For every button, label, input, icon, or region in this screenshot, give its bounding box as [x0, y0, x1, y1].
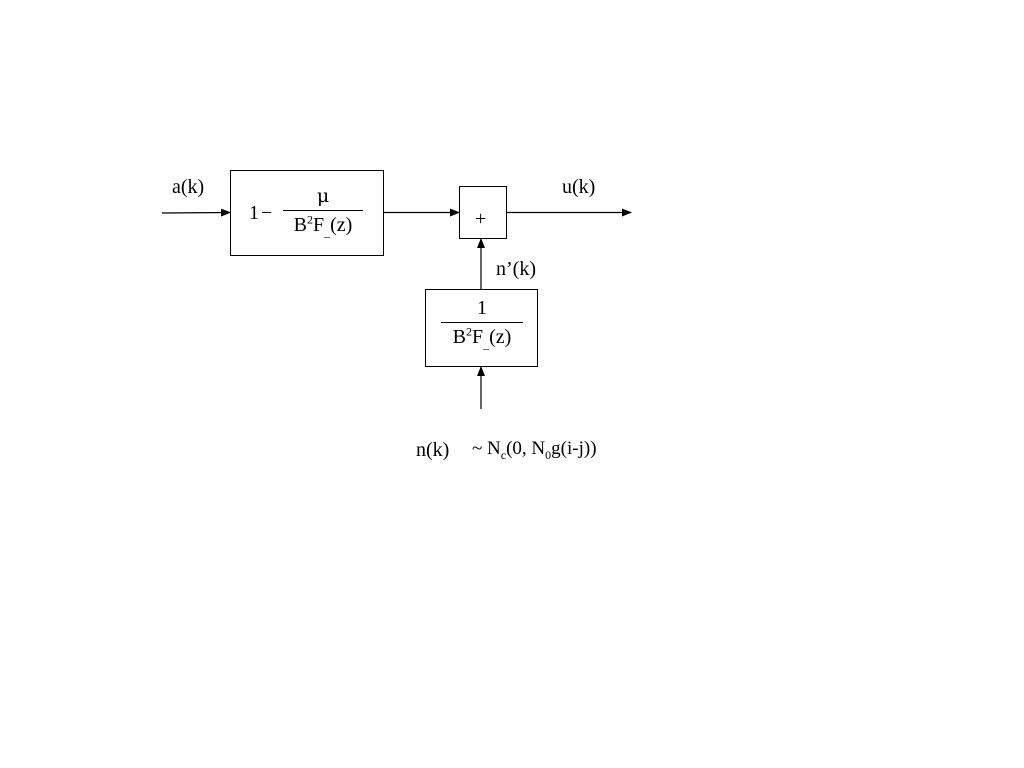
feedforward-denominator: B2F_(z): [293, 212, 353, 239]
input-label: a(k): [172, 176, 205, 198]
summer-block: +: [459, 186, 507, 239]
output-label: u(k): [562, 176, 596, 198]
feedforward-one: 1: [249, 202, 259, 224]
arrow-input-to-filter: [161, 208, 231, 217]
noise-filter-fraction: 1 B2F_(z): [441, 296, 523, 351]
noise-distribution: ~ Nc(0, N0g(i-j)): [472, 438, 597, 462]
noise-filter-denominator: B2F_(z): [452, 324, 512, 351]
feedforward-fraction: μ B2F_(z): [283, 184, 363, 239]
feedforward-numerator: μ: [316, 185, 330, 207]
intermediate-noise-label: n’(k): [496, 258, 536, 280]
noise-filter-block: 1 B2F_(z): [425, 289, 538, 367]
summer-plus-symbol: +: [475, 208, 487, 230]
noise-filter-numerator: 1: [477, 297, 487, 319]
noise-input-label: n(k): [416, 439, 450, 461]
feedforward-fraction-bar: [283, 210, 363, 211]
noise-filter-fraction-bar: [441, 322, 523, 323]
feedforward-filter-block: 1 − μ B2F_(z): [230, 170, 384, 256]
feedforward-minus: −: [261, 202, 273, 224]
